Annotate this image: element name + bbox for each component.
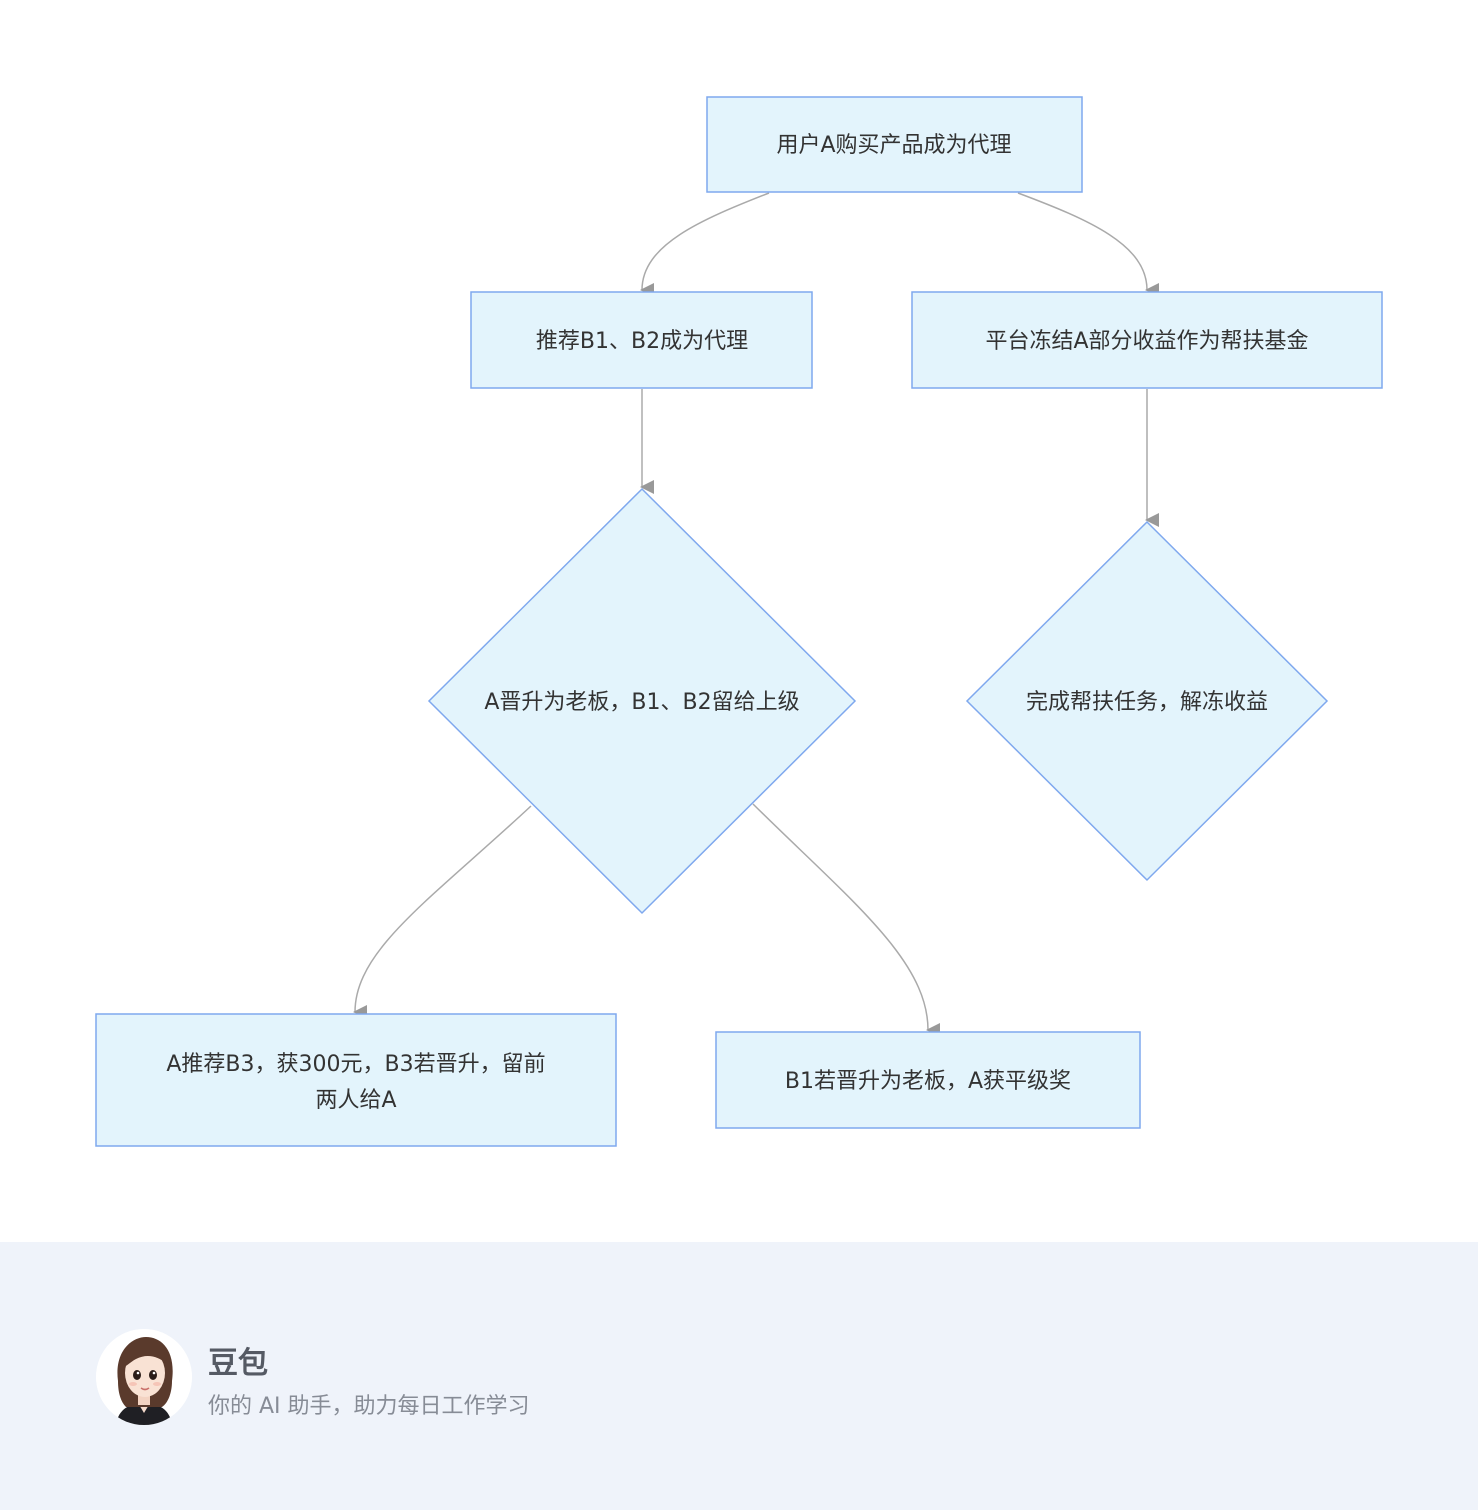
flowchart-canvas: 用户A购买产品成为代理 推荐B1、B2成为代理 平台冻结A部分收益作为帮扶基金 … xyxy=(95,96,1383,1147)
brand-name: 豆包 xyxy=(208,1346,268,1381)
edge-n1-n2 xyxy=(640,192,770,298)
edge-n1-n3 xyxy=(1017,192,1160,297)
edge-n4-n7 xyxy=(752,803,941,1037)
edge-n4-n6 xyxy=(353,805,532,1020)
edges xyxy=(353,192,1160,1037)
avatar xyxy=(96,1329,192,1425)
decision-promote-boss-text: A晋升为老板，B1、B2留给上级 xyxy=(484,690,799,715)
node-peer-bonus-text: B1若晋升为老板，A获平级奖 xyxy=(785,1069,1071,1094)
node-recommend-b3-text-line2: 两人给A xyxy=(315,1088,396,1113)
node-recommend-b3: A推荐B3，获300元，B3若晋升，留前 两人给A xyxy=(95,1013,617,1147)
avatar-girl-icon xyxy=(96,1329,192,1425)
node-freeze-earnings-text: 平台冻结A部分收益作为帮扶基金 xyxy=(985,329,1308,354)
node-recommend-b1-b2-text: 推荐B1、B2成为代理 xyxy=(536,329,748,354)
flowchart-svg: 用户A购买产品成为代理 推荐B1、B2成为代理 平台冻结A部分收益作为帮扶基金 … xyxy=(95,96,1383,1147)
node-recommend-b3-text-line1: A推荐B3，获300元，B3若晋升，留前 xyxy=(166,1052,545,1077)
decision-complete-task-text: 完成帮扶任务，解冻收益 xyxy=(1026,690,1268,715)
footer-banner: 豆包 你的 AI 助手，助力每日工作学习 xyxy=(0,1242,1478,1510)
node-freeze-earnings: 平台冻结A部分收益作为帮扶基金 xyxy=(911,291,1383,389)
node-buy-product: 用户A购买产品成为代理 xyxy=(706,96,1083,193)
decision-complete-task: 完成帮扶任务，解冻收益 xyxy=(965,520,1329,882)
decision-promote-boss: A晋升为老板，B1、B2留给上级 xyxy=(427,487,857,915)
brand-tagline: 你的 AI 助手，助力每日工作学习 xyxy=(208,1394,530,1419)
node-recommend-b1-b2: 推荐B1、B2成为代理 xyxy=(470,291,813,389)
node-buy-product-text: 用户A购买产品成为代理 xyxy=(776,133,1011,158)
node-peer-bonus: B1若晋升为老板，A获平级奖 xyxy=(715,1031,1141,1129)
